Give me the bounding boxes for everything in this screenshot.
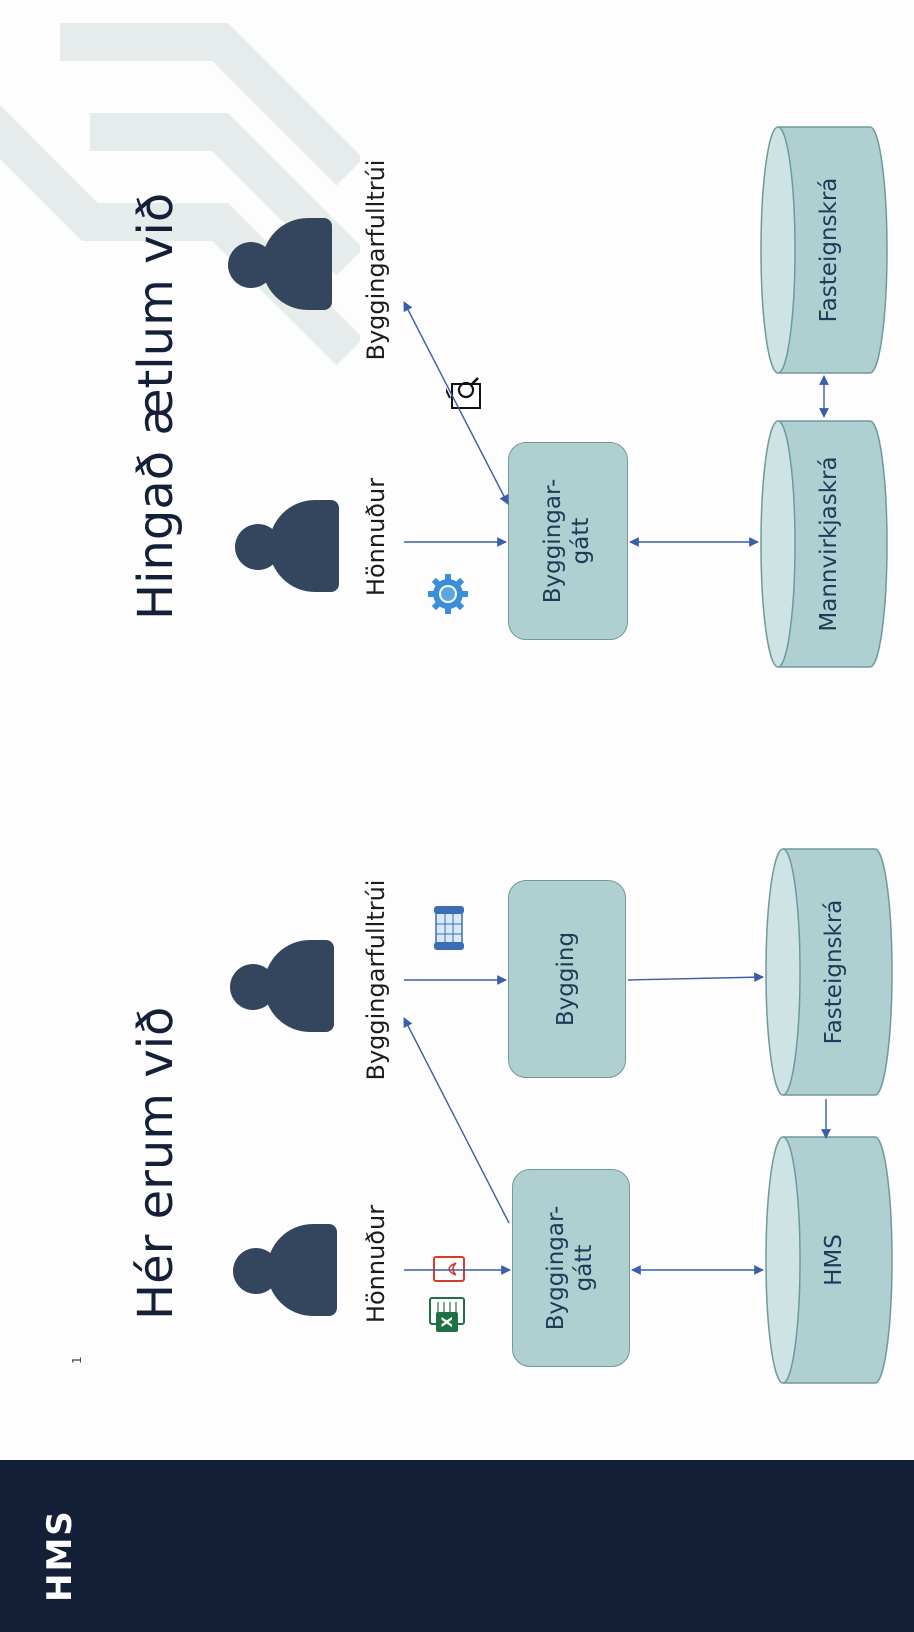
mannvirkjaskra-database: Mannvirkjaskrá [760,420,888,668]
excel-file-icon: X [429,1297,465,1332]
pdf-file-icon [433,1256,465,1282]
api-gear-icon [428,574,468,614]
fasteignaskra-database-right: Fasteignskrá [760,126,888,374]
hms-database: HMS [765,1136,893,1384]
svg-text:X: X [440,1316,456,1327]
fasteignaskra-database-left: Fasteignskrá [765,848,893,1096]
blueprint-icon [434,906,464,950]
